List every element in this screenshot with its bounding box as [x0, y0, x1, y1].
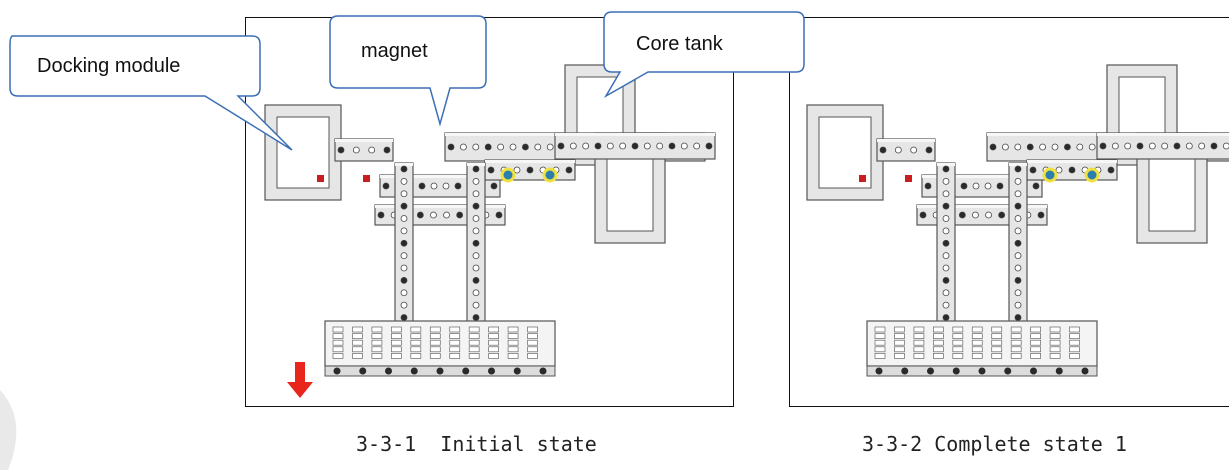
red-marker — [363, 175, 370, 182]
model-complete-state — [806, 64, 1229, 377]
callout-docking-label: Docking module — [37, 55, 181, 77]
callout-magnet — [329, 15, 487, 127]
callout-core-tank — [603, 11, 805, 99]
callout-core-label: Core tank — [636, 33, 723, 55]
model-initial-state — [264, 64, 716, 377]
callout-magnet-label: magnet — [361, 40, 428, 62]
down-arrow-icon — [287, 362, 313, 398]
caption-initial-state: 3-3-1 Initial state — [356, 432, 597, 456]
callout-bubbles — [9, 11, 805, 151]
page-edge-shadow — [0, 380, 40, 475]
magnet-icon — [500, 167, 516, 183]
magnet-icon — [1084, 167, 1100, 183]
callout-docking-module — [9, 35, 293, 151]
red-marker — [317, 175, 324, 182]
magnet-icon — [1042, 167, 1058, 183]
red-marker — [905, 175, 912, 182]
red-marker — [859, 175, 866, 182]
caption-complete-state: 3-3-2 Complete state 1 — [862, 432, 1127, 456]
magnet-icon — [542, 167, 558, 183]
